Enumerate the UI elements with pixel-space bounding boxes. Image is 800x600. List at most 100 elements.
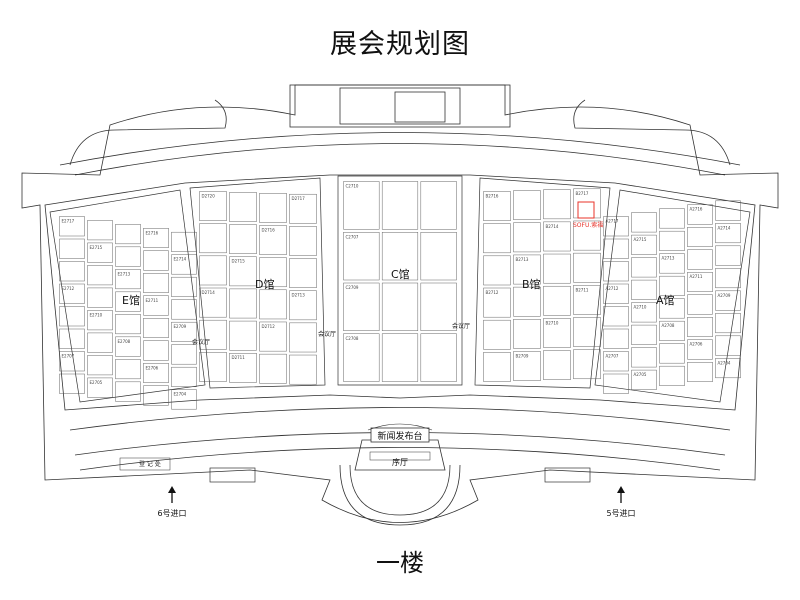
booth-cell[interactable] [715, 290, 741, 311]
booth-cell[interactable] [543, 189, 571, 220]
booth-cell[interactable] [631, 347, 657, 368]
booth-cell[interactable] [259, 321, 287, 352]
booth-cell[interactable] [115, 381, 141, 402]
booth-cell[interactable] [199, 255, 227, 286]
booth-cell[interactable] [603, 373, 629, 394]
booth-cell[interactable] [420, 333, 457, 382]
booth-cell[interactable] [603, 351, 629, 372]
booth-cell[interactable] [259, 193, 287, 223]
booth-cell[interactable] [115, 336, 141, 357]
booth-cell[interactable] [659, 320, 685, 341]
booth-cell[interactable] [87, 242, 113, 263]
booth-cell[interactable] [87, 355, 113, 376]
booth-cell[interactable] [420, 282, 457, 331]
booth-cell[interactable] [603, 216, 629, 237]
booth-cell[interactable] [513, 190, 541, 220]
booth-cell[interactable] [603, 238, 629, 259]
booth-cell[interactable] [513, 254, 541, 285]
booth-cell[interactable] [420, 232, 457, 281]
booth-cell[interactable] [715, 268, 741, 289]
highlight-booth-label[interactable]: SOFU.索福 [573, 221, 603, 229]
booth-cell[interactable] [87, 287, 113, 308]
booth-cell[interactable] [659, 253, 685, 274]
booth-cell[interactable] [143, 250, 169, 271]
booth-cell[interactable] [87, 377, 113, 398]
booth-cell[interactable] [59, 351, 85, 372]
booth-cell[interactable] [687, 339, 713, 360]
booth-cell[interactable] [143, 340, 169, 361]
booth-cell[interactable] [483, 287, 511, 318]
booth-cell[interactable] [715, 200, 741, 221]
booth-cell[interactable] [289, 322, 317, 353]
booth-cell[interactable] [59, 373, 85, 394]
booth-cell[interactable] [87, 310, 113, 331]
booth-cell[interactable] [687, 362, 713, 382]
booth-cell[interactable] [603, 328, 629, 349]
booth-cell[interactable] [573, 220, 601, 251]
booth-cell[interactable] [543, 221, 571, 252]
booth-cell[interactable] [715, 245, 741, 266]
booth-cell[interactable] [483, 255, 511, 286]
booth-cell[interactable] [715, 335, 741, 356]
booth-cell[interactable] [289, 226, 317, 256]
booth-cell[interactable] [343, 282, 380, 331]
booth-cell[interactable] [343, 333, 380, 382]
booth-cell[interactable] [229, 353, 257, 383]
booth-cell[interactable] [171, 344, 197, 365]
booth-cell[interactable] [87, 265, 113, 286]
booth-cell[interactable] [259, 225, 287, 255]
booth-cell[interactable] [199, 223, 227, 254]
booth-cell[interactable] [631, 257, 657, 278]
booth-cell[interactable] [715, 358, 741, 379]
booth-cell[interactable] [59, 306, 85, 327]
booth-cell[interactable] [171, 299, 197, 320]
booth-cell[interactable] [631, 234, 657, 255]
booth-cell[interactable] [483, 319, 511, 350]
booth-cell[interactable] [199, 287, 227, 318]
booth-cell[interactable] [115, 269, 141, 290]
booth-cell[interactable] [687, 272, 713, 292]
booth-cell[interactable] [543, 318, 571, 348]
booth-cell[interactable] [229, 192, 257, 222]
booth-cell[interactable] [687, 294, 713, 315]
booth-cell[interactable] [59, 238, 85, 259]
booth-cell[interactable] [171, 276, 197, 297]
booth-cell[interactable] [199, 319, 227, 350]
booth-cell[interactable] [143, 385, 169, 406]
booth-cell[interactable] [631, 279, 657, 300]
booth-cell[interactable] [659, 343, 685, 364]
booth-cell[interactable] [143, 295, 169, 316]
booth-cell[interactable] [115, 314, 141, 335]
booth-cell[interactable] [59, 216, 85, 237]
booth-cell[interactable] [289, 258, 317, 288]
booth-cell[interactable] [143, 363, 169, 383]
booth-cell[interactable] [229, 288, 257, 319]
booth-cell[interactable] [87, 332, 113, 353]
booth-cell[interactable] [687, 227, 713, 247]
booth-cell[interactable] [171, 366, 197, 387]
booth-cell[interactable] [143, 318, 169, 338]
booth-cell[interactable] [483, 352, 511, 382]
booth-cell[interactable] [573, 349, 601, 380]
booth-cell[interactable] [659, 208, 685, 229]
booth-cell[interactable] [199, 352, 227, 382]
booth-cell[interactable] [687, 317, 713, 337]
booth-cell[interactable] [115, 246, 141, 267]
booth-cell[interactable] [343, 181, 380, 230]
booth-cell[interactable] [513, 319, 541, 349]
booth-cell[interactable] [483, 191, 511, 221]
booth-cell[interactable] [115, 291, 141, 312]
booth-cell[interactable] [687, 204, 713, 225]
booth-cell[interactable] [573, 317, 601, 347]
booth-cell[interactable] [603, 261, 629, 282]
booth-cell[interactable] [420, 181, 457, 230]
booth-cell[interactable] [659, 298, 685, 319]
booth-cell[interactable] [229, 256, 257, 287]
booth-cell[interactable] [259, 353, 287, 384]
booth-cell[interactable] [381, 181, 419, 230]
booth-cell[interactable] [171, 389, 197, 410]
booth-cell[interactable] [513, 351, 541, 381]
booth-cell[interactable] [343, 232, 380, 281]
booth-cell[interactable] [289, 290, 317, 321]
booth-cell[interactable] [543, 285, 571, 316]
